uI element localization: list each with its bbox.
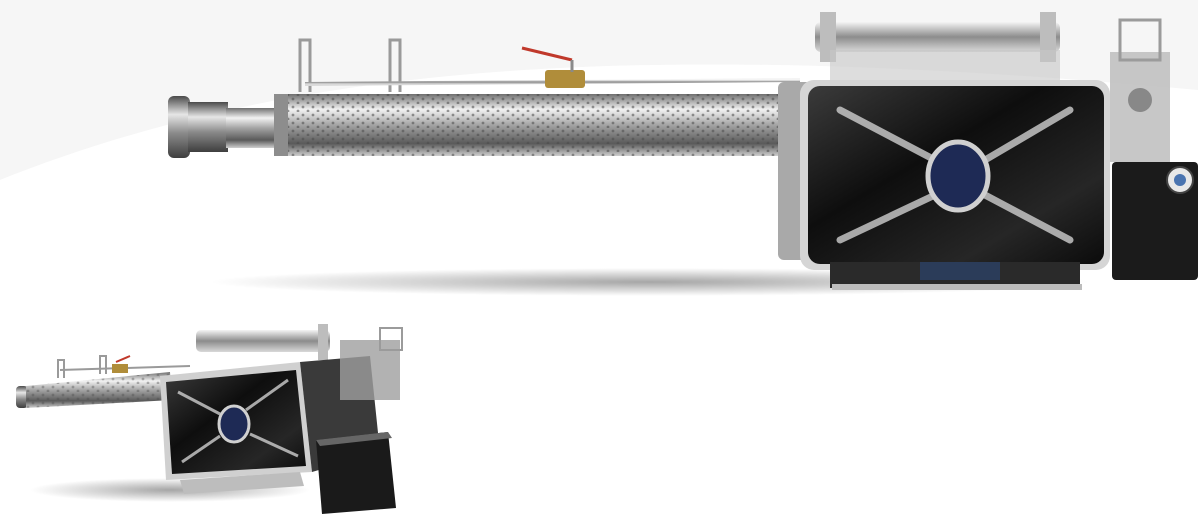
combustion-cylinder: [196, 330, 330, 352]
thermal-fogger-side-view: [168, 12, 1198, 296]
nozzle-rim: [16, 386, 28, 408]
nozzle-cone: [188, 102, 228, 152]
tank-x-ribs: [177, 378, 299, 464]
battery-box: [316, 432, 396, 514]
ball-valve: [112, 364, 128, 373]
barrel-perforations: [274, 94, 784, 156]
barrel-collar: [274, 94, 288, 156]
tank-cap: [217, 404, 251, 444]
nozzle-rim: [168, 96, 190, 158]
pipe-bracket: [298, 38, 312, 92]
engine-base: [180, 472, 304, 494]
nozzle-neck: [226, 108, 276, 148]
pipe-bracket: [388, 38, 402, 92]
ball-valve: [545, 70, 585, 88]
valve-handle: [521, 46, 573, 62]
combustion-cylinder: [815, 22, 1060, 52]
tank-cap: [925, 139, 991, 213]
tank-x-ribs: [836, 106, 1074, 244]
thermal-fogger-three-quarter-view: [16, 324, 403, 514]
